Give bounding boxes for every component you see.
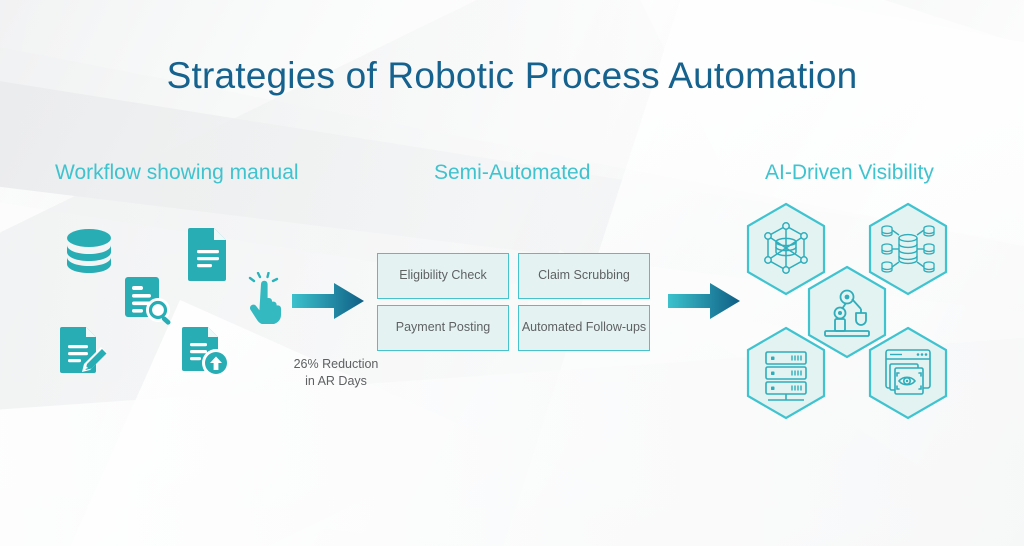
process-box-payment-posting[interactable]: Payment Posting <box>377 305 509 351</box>
click-hand-icon <box>246 272 288 324</box>
process-box-claim-scrubbing[interactable]: Claim Scrubbing <box>518 253 650 299</box>
stat-caption: 26% Reduction in AR Days <box>266 356 406 390</box>
hexagon-robot-arm[interactable] <box>805 265 889 359</box>
process-box-eligibility-check[interactable]: Eligibility Check <box>377 253 509 299</box>
hexagon-distributed-database[interactable] <box>866 202 950 296</box>
process-box-label: Eligibility Check <box>399 268 487 283</box>
process-box-label: Automated Follow-ups <box>521 320 647 335</box>
document-upload-icon <box>180 325 234 379</box>
process-box-label: Payment Posting <box>395 320 491 335</box>
stat-line-1: 26% Reduction <box>293 357 379 371</box>
process-box-automated-follow-ups[interactable]: Automated Follow-ups <box>518 305 650 351</box>
document-icon <box>186 226 230 281</box>
hexagon-vision-scanner[interactable] <box>866 326 950 420</box>
slide-title: Strategies of Robotic Process Automation <box>166 55 858 96</box>
hexagon-network-data-node[interactable] <box>744 202 828 296</box>
section-heading-manual: Workflow showing manual <box>55 161 299 184</box>
flow-arrow-semi-to-ai <box>668 283 740 319</box>
hexagon-server-rack[interactable] <box>744 326 828 420</box>
document-search-icon <box>122 273 178 329</box>
process-box-label: Claim Scrubbing <box>538 268 630 283</box>
stat-line-2: in AR Days <box>305 373 367 388</box>
flow-arrow-manual-to-semi <box>292 283 364 319</box>
section-heading-ai: AI-Driven Visibility <box>765 161 934 184</box>
section-heading-semi: Semi-Automated <box>434 161 591 184</box>
database-icon <box>63 228 115 282</box>
document-edit-icon <box>58 325 114 381</box>
